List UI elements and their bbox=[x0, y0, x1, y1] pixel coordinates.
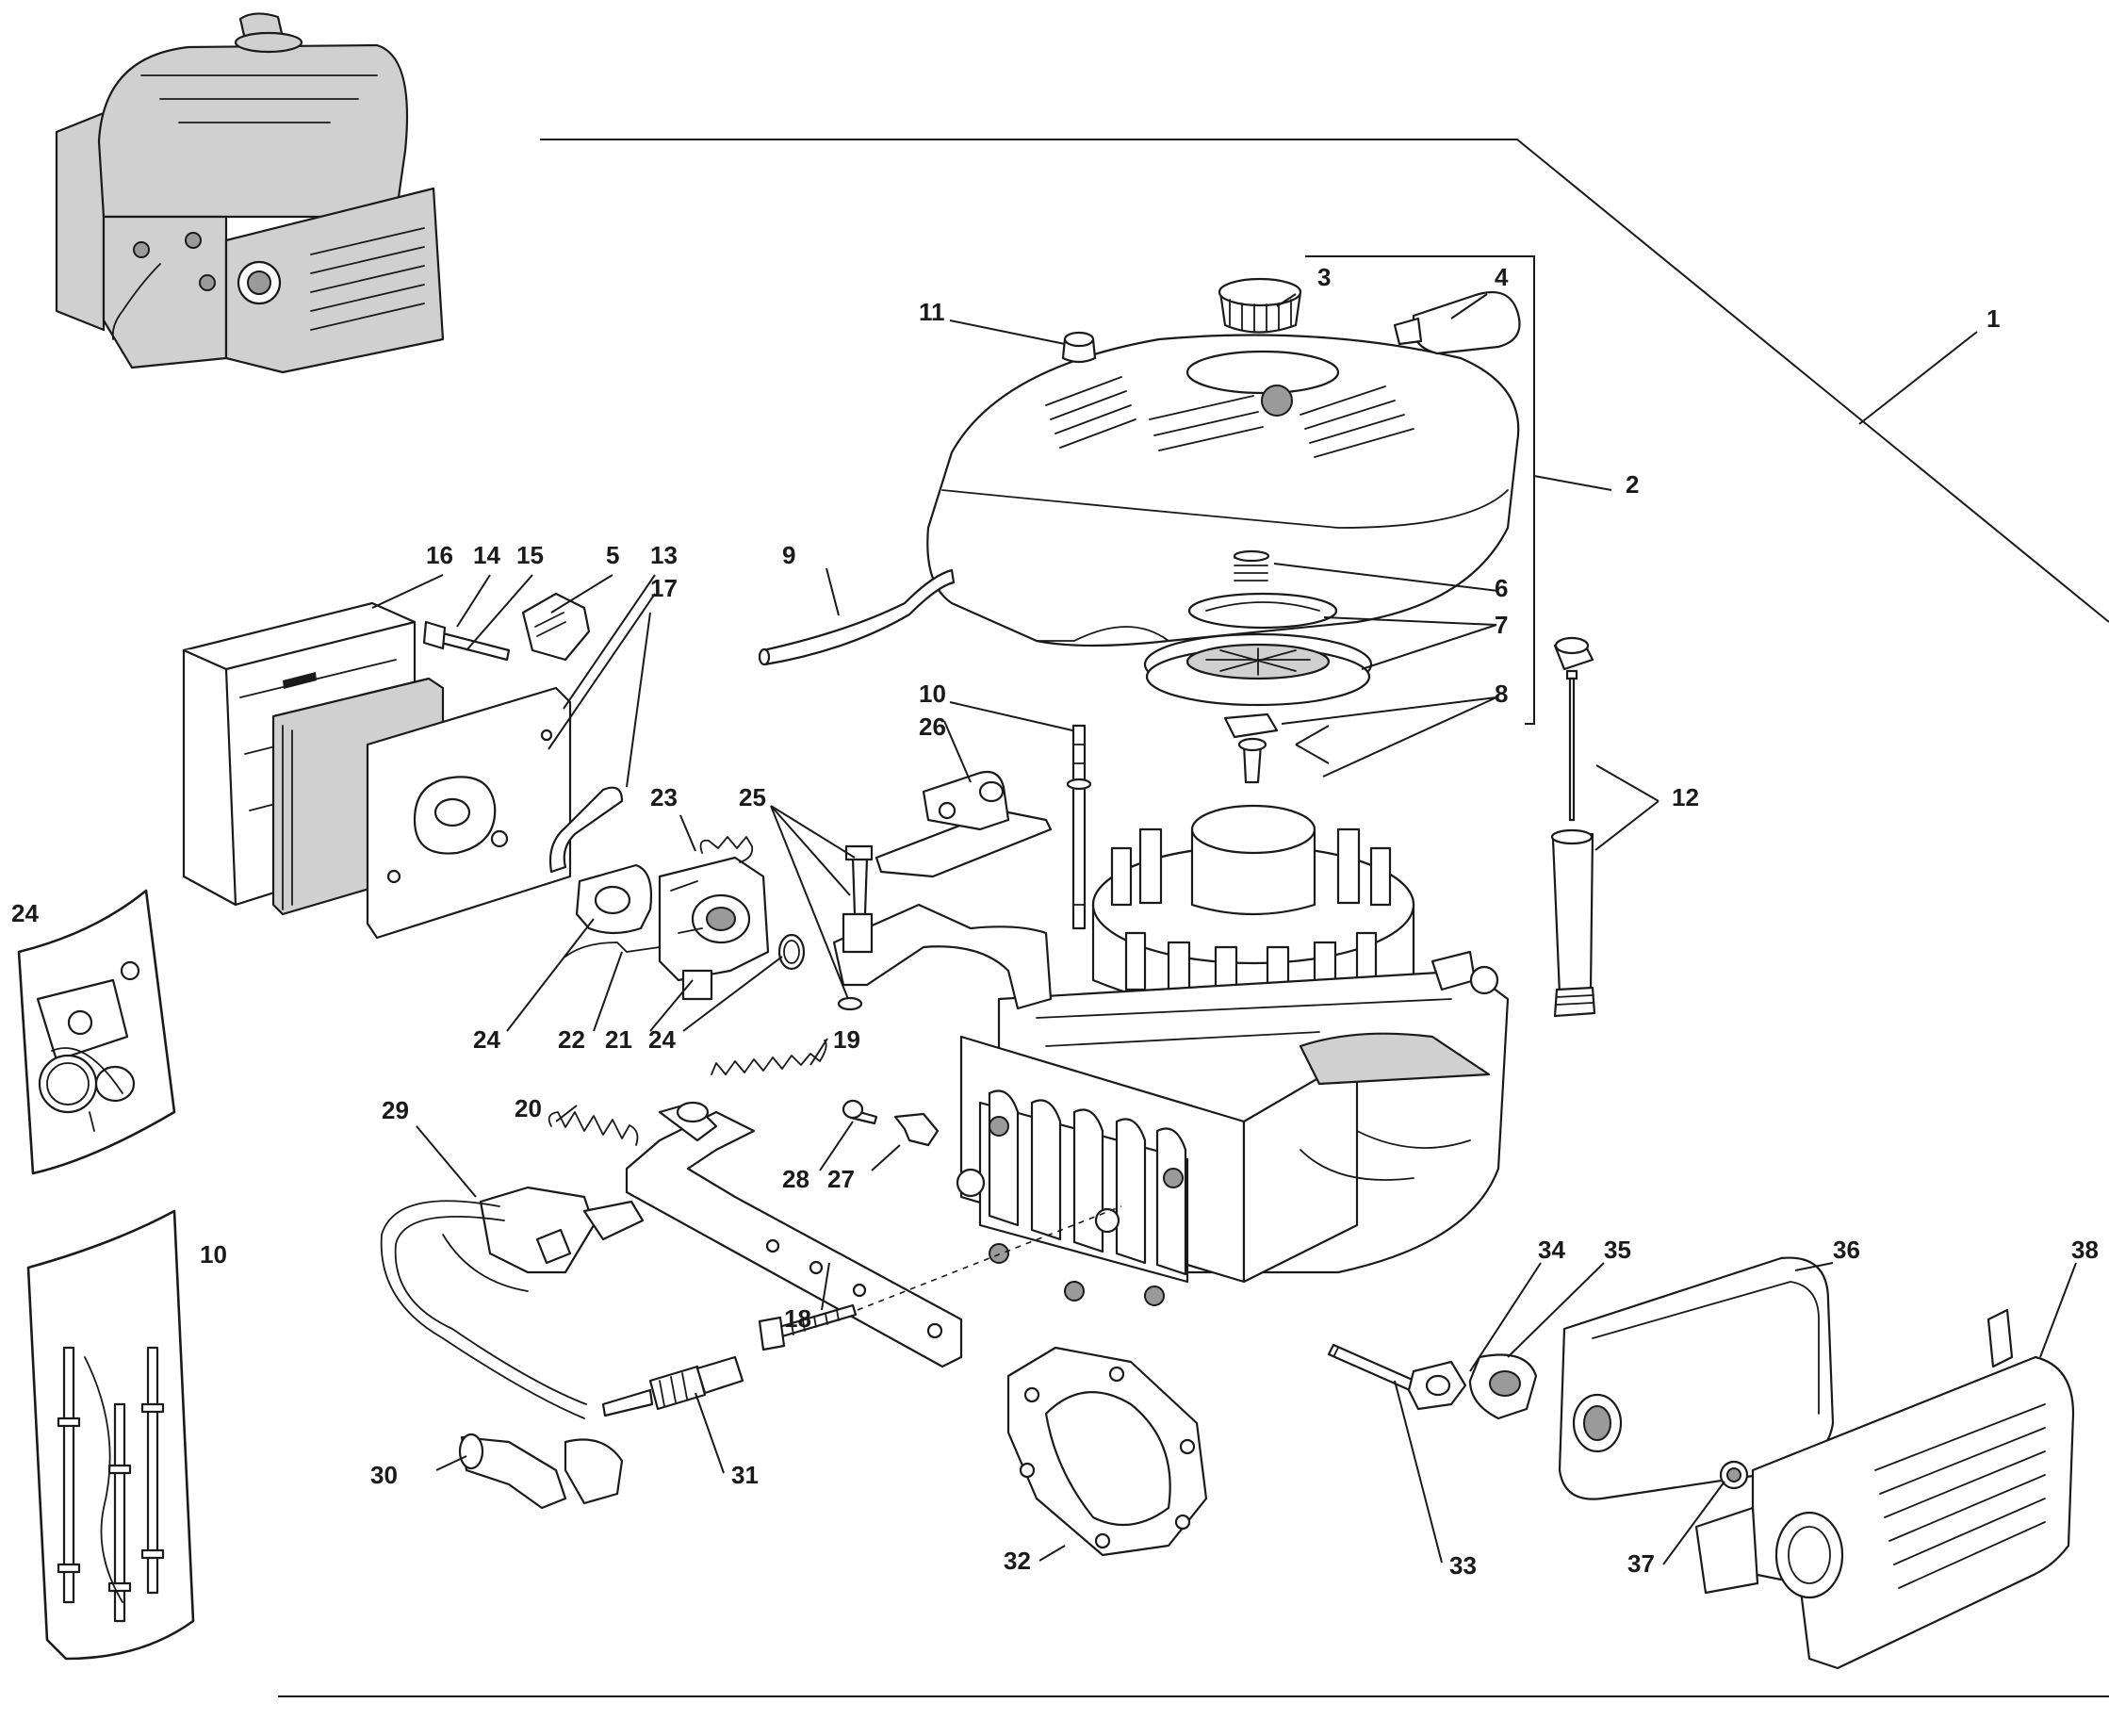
housing-vent-slots bbox=[1045, 376, 1414, 458]
stud-bolt bbox=[1066, 724, 1092, 930]
callout-10-upper: 10 bbox=[919, 680, 946, 708]
callout-24-gasket: 24 bbox=[473, 1025, 500, 1054]
callout-35: 35 bbox=[1604, 1236, 1631, 1264]
starter-knob bbox=[1218, 277, 1302, 334]
callout-32: 32 bbox=[1004, 1547, 1031, 1575]
exhaust-flange bbox=[1468, 1353, 1538, 1420]
callout-4: 4 bbox=[1495, 263, 1509, 291]
filter-plate-5 bbox=[521, 592, 591, 662]
callout-12: 12 bbox=[1672, 783, 1699, 811]
recoil-pulley bbox=[1143, 592, 1373, 707]
callout-30: 30 bbox=[370, 1461, 398, 1489]
screw-28 bbox=[842, 1099, 878, 1125]
callout-26: 26 bbox=[919, 712, 946, 741]
callout-36: 36 bbox=[1833, 1236, 1860, 1264]
oil-fill-tube bbox=[1550, 828, 1596, 1018]
callout-34: 34 bbox=[1538, 1236, 1565, 1264]
callout-13: 13 bbox=[650, 541, 678, 569]
callout-37: 37 bbox=[1627, 1549, 1655, 1578]
callout-33: 33 bbox=[1449, 1551, 1477, 1580]
stud-kit-bag bbox=[26, 1209, 195, 1661]
ignition-coil bbox=[380, 1186, 645, 1419]
frame-lines bbox=[278, 139, 2109, 1697]
callout-38: 38 bbox=[2071, 1236, 2099, 1264]
callout-numbers: 1 2 3 4 5 6 7 8 9 10 10 11 12 13 14 15 1… bbox=[11, 263, 2099, 1580]
callout-18: 18 bbox=[784, 1304, 811, 1333]
choke-link bbox=[564, 942, 661, 958]
callout-22: 22 bbox=[558, 1025, 585, 1054]
callout-20: 20 bbox=[515, 1094, 542, 1122]
guard-slots bbox=[1874, 1403, 2046, 1589]
governor-spring-23 bbox=[699, 836, 754, 863]
governor-bracket bbox=[875, 770, 1053, 878]
callout-6: 6 bbox=[1495, 574, 1508, 602]
gasket-kit-bag bbox=[17, 889, 176, 1175]
callout-19: 19 bbox=[833, 1025, 860, 1054]
carburetor-gasket bbox=[575, 863, 653, 935]
callout-8: 8 bbox=[1495, 680, 1508, 708]
callout-17: 17 bbox=[650, 574, 678, 602]
bracket-25 bbox=[832, 903, 1053, 1010]
head-gasket bbox=[1006, 1346, 1208, 1557]
callout-24-left: 24 bbox=[11, 899, 39, 927]
callout-16: 16 bbox=[426, 541, 453, 569]
blower-housing-cover bbox=[926, 334, 1520, 647]
callout-31: 31 bbox=[731, 1461, 759, 1489]
muffler bbox=[1558, 1256, 1835, 1500]
clip-27 bbox=[893, 1112, 940, 1147]
callout-5: 5 bbox=[606, 541, 619, 569]
spark-plug-boot bbox=[458, 1433, 624, 1510]
callout-15: 15 bbox=[516, 541, 544, 569]
head-bolt bbox=[758, 1205, 1122, 1351]
callout-11: 11 bbox=[919, 298, 945, 326]
spring-20 bbox=[548, 1111, 639, 1146]
callout-23: 23 bbox=[650, 783, 678, 811]
callout-3: 3 bbox=[1317, 263, 1331, 291]
control-plate bbox=[625, 1101, 963, 1368]
callout-10-bag: 10 bbox=[200, 1240, 227, 1269]
callout-24-oring: 24 bbox=[648, 1025, 676, 1054]
exhaust-gasket bbox=[1407, 1360, 1467, 1411]
callout-2: 2 bbox=[1626, 470, 1639, 499]
muffler-nut bbox=[1719, 1460, 1749, 1490]
callout-9: 9 bbox=[782, 541, 795, 569]
fuel-hose bbox=[758, 568, 956, 666]
callout-21: 21 bbox=[605, 1025, 632, 1054]
muffler-guard bbox=[1694, 1308, 2075, 1670]
callout-29: 29 bbox=[382, 1096, 409, 1124]
leader-lines bbox=[371, 293, 2077, 1565]
air-filter-bolt bbox=[422, 620, 511, 662]
breather-hose bbox=[548, 786, 624, 874]
callout-27: 27 bbox=[827, 1165, 855, 1193]
o-ring bbox=[777, 933, 806, 971]
thumbnail-muffler-slots bbox=[310, 227, 425, 331]
nut bbox=[1061, 331, 1097, 364]
air-filter-base bbox=[366, 686, 572, 940]
callout-7: 7 bbox=[1495, 611, 1508, 639]
recoil-spring bbox=[1233, 549, 1270, 581]
callout-14: 14 bbox=[473, 541, 500, 569]
carburetor bbox=[658, 856, 770, 1001]
spark-plug bbox=[601, 1355, 744, 1417]
callout-25: 25 bbox=[739, 783, 766, 811]
pawl-and-screw bbox=[1223, 712, 1330, 784]
spring-19 bbox=[711, 1040, 827, 1075]
callout-1: 1 bbox=[1986, 304, 2000, 333]
starter-t-handle bbox=[1393, 290, 1521, 355]
dipstick bbox=[1553, 636, 1594, 822]
engine-assembly-thumbnail bbox=[55, 12, 445, 374]
callout-28: 28 bbox=[782, 1165, 809, 1193]
